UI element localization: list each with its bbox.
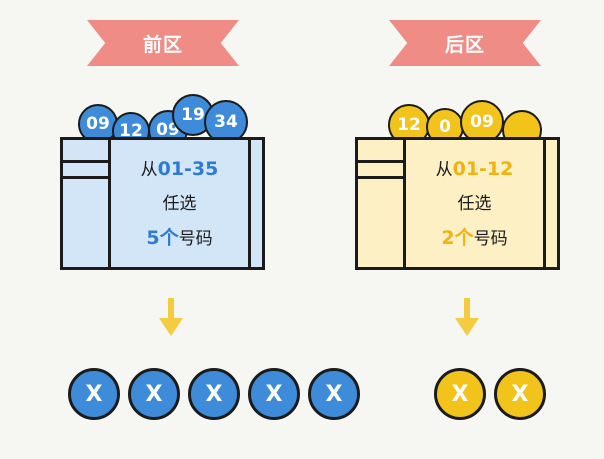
front-picked-ball: X: [188, 368, 240, 420]
box-edge: [248, 140, 262, 267]
back-rule-prefix: 从: [435, 160, 453, 180]
back-zone-panel: 后区 12 0 09 从01-12 任选 2个号码 X X: [302, 0, 604, 459]
front-zone-panel: 前区 09 12 09 19 34 从01-35 任选 5个号码 X X X X…: [60, 20, 360, 420]
back-number-range: 01-12: [452, 158, 514, 180]
box-stripes: [358, 140, 406, 267]
front-zone-title: 前区: [87, 20, 239, 66]
back-zone-title: 后区: [389, 20, 541, 66]
back-number-box: 从01-12 任选 2个号码: [355, 137, 560, 270]
back-rule-text: 从01-12 任选 2个号码: [406, 152, 543, 256]
back-down-arrow-icon: [455, 298, 479, 336]
front-picked-ball: X: [68, 368, 120, 420]
front-pick-count: 5个: [146, 227, 179, 249]
front-rule-suffix: 号码: [178, 229, 213, 249]
back-picked-ball: X: [434, 368, 486, 420]
box-stripes: [63, 140, 111, 267]
front-rule-select: 任选: [162, 194, 197, 214]
front-picked-ball: X: [128, 368, 180, 420]
front-down-arrow-icon: [159, 298, 183, 336]
back-picked-ball: X: [494, 368, 546, 420]
back-pick-count: 2个: [441, 227, 474, 249]
front-number-box: 从01-35 任选 5个号码: [60, 137, 265, 270]
front-number-range: 01-35: [157, 158, 219, 180]
back-rule-suffix: 号码: [473, 229, 508, 249]
front-box-ball: 34: [204, 100, 248, 144]
front-rule-text: 从01-35 任选 5个号码: [111, 152, 248, 256]
back-rule-select: 任选: [457, 194, 492, 214]
box-edge: [543, 140, 557, 267]
front-picked-ball: X: [248, 368, 300, 420]
front-rule-prefix: 从: [140, 160, 158, 180]
front-picked-ball: X: [308, 368, 360, 420]
